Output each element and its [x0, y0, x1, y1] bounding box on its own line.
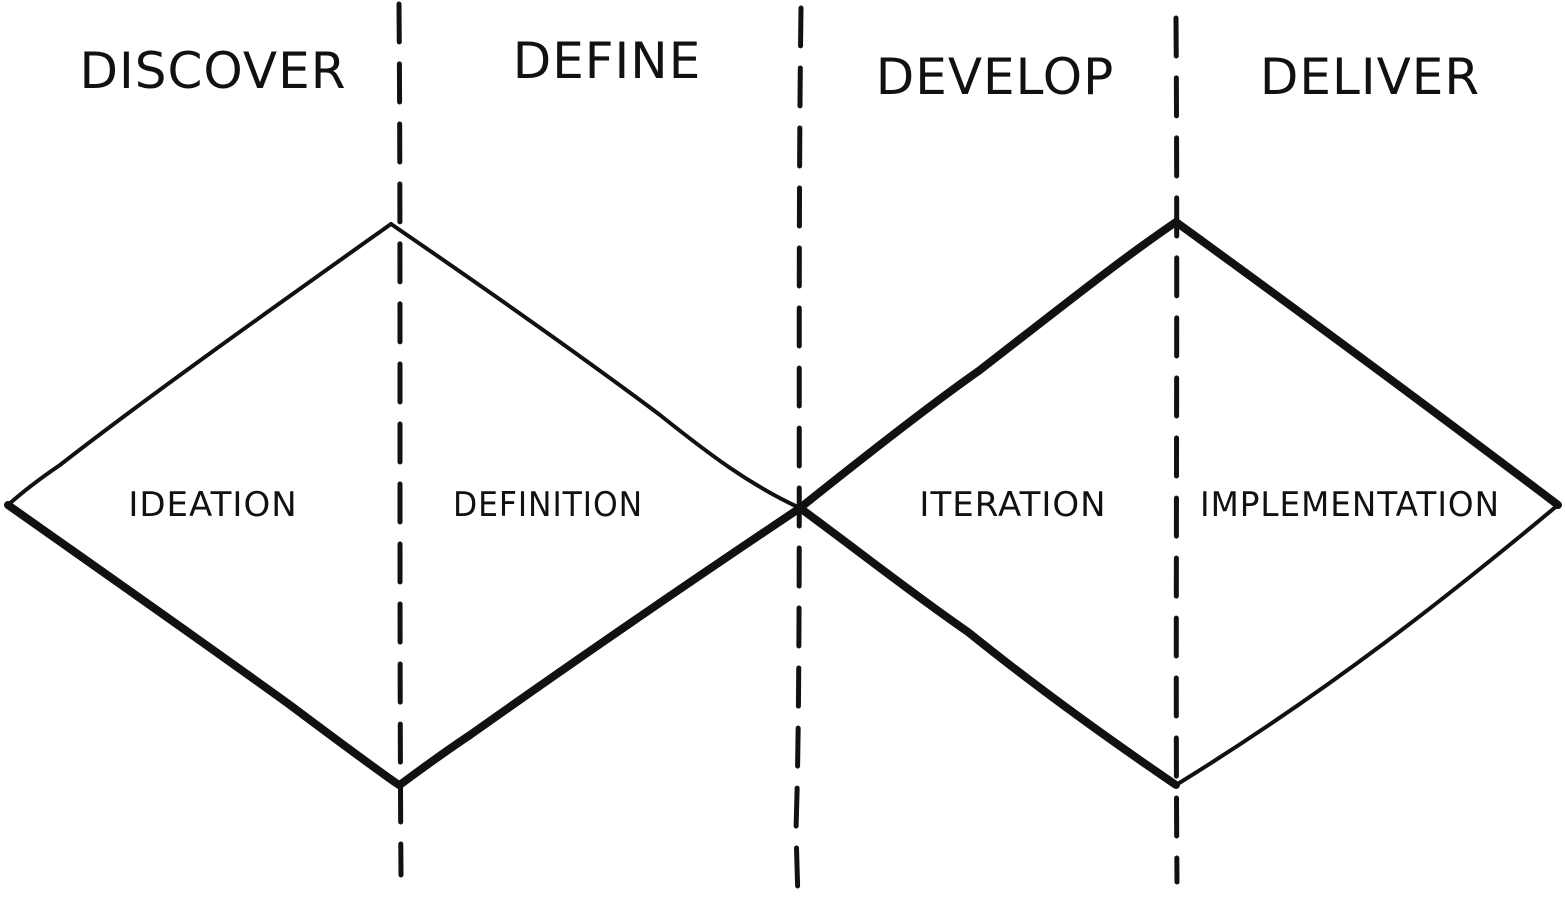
diamond-discover-define: [4, 222, 804, 789]
divider-define-develop: [793, 5, 804, 903]
diamond-2-bottom-right-edge: [1174, 503, 1560, 787]
diamond-1-top-right-edge: [389, 222, 802, 510]
phase-title-develop: DEVELOP: [876, 48, 1114, 106]
diamond-1-top-left-edge: [6, 222, 393, 507]
phase-title-deliver: DELIVER: [1260, 48, 1480, 106]
divider-develop-deliver: [1173, 15, 1180, 885]
divider-discover-define: [396, 1, 404, 878]
stage-label-definition: DEFINITION: [453, 485, 643, 525]
diamond-1-bottom-left-edge: [4, 501, 403, 789]
diamond-1-bottom-right-edge: [397, 504, 804, 788]
stage-label-iteration: ITERATION: [919, 485, 1106, 525]
diamond-2-top-right-edge: [1172, 218, 1562, 509]
phase-title-define: DEFINE: [513, 32, 702, 90]
diamond-develop-deliver: [796, 218, 1562, 789]
diamond-2-top-left-edge: [796, 218, 1180, 512]
phase-title-discover: DISCOVER: [80, 42, 347, 100]
stage-label-ideation: IDEATION: [128, 485, 297, 525]
stage-label-implementation: IMPLEMENTATION: [1200, 485, 1500, 525]
diamond-2-bottom-left-edge: [796, 504, 1180, 789]
